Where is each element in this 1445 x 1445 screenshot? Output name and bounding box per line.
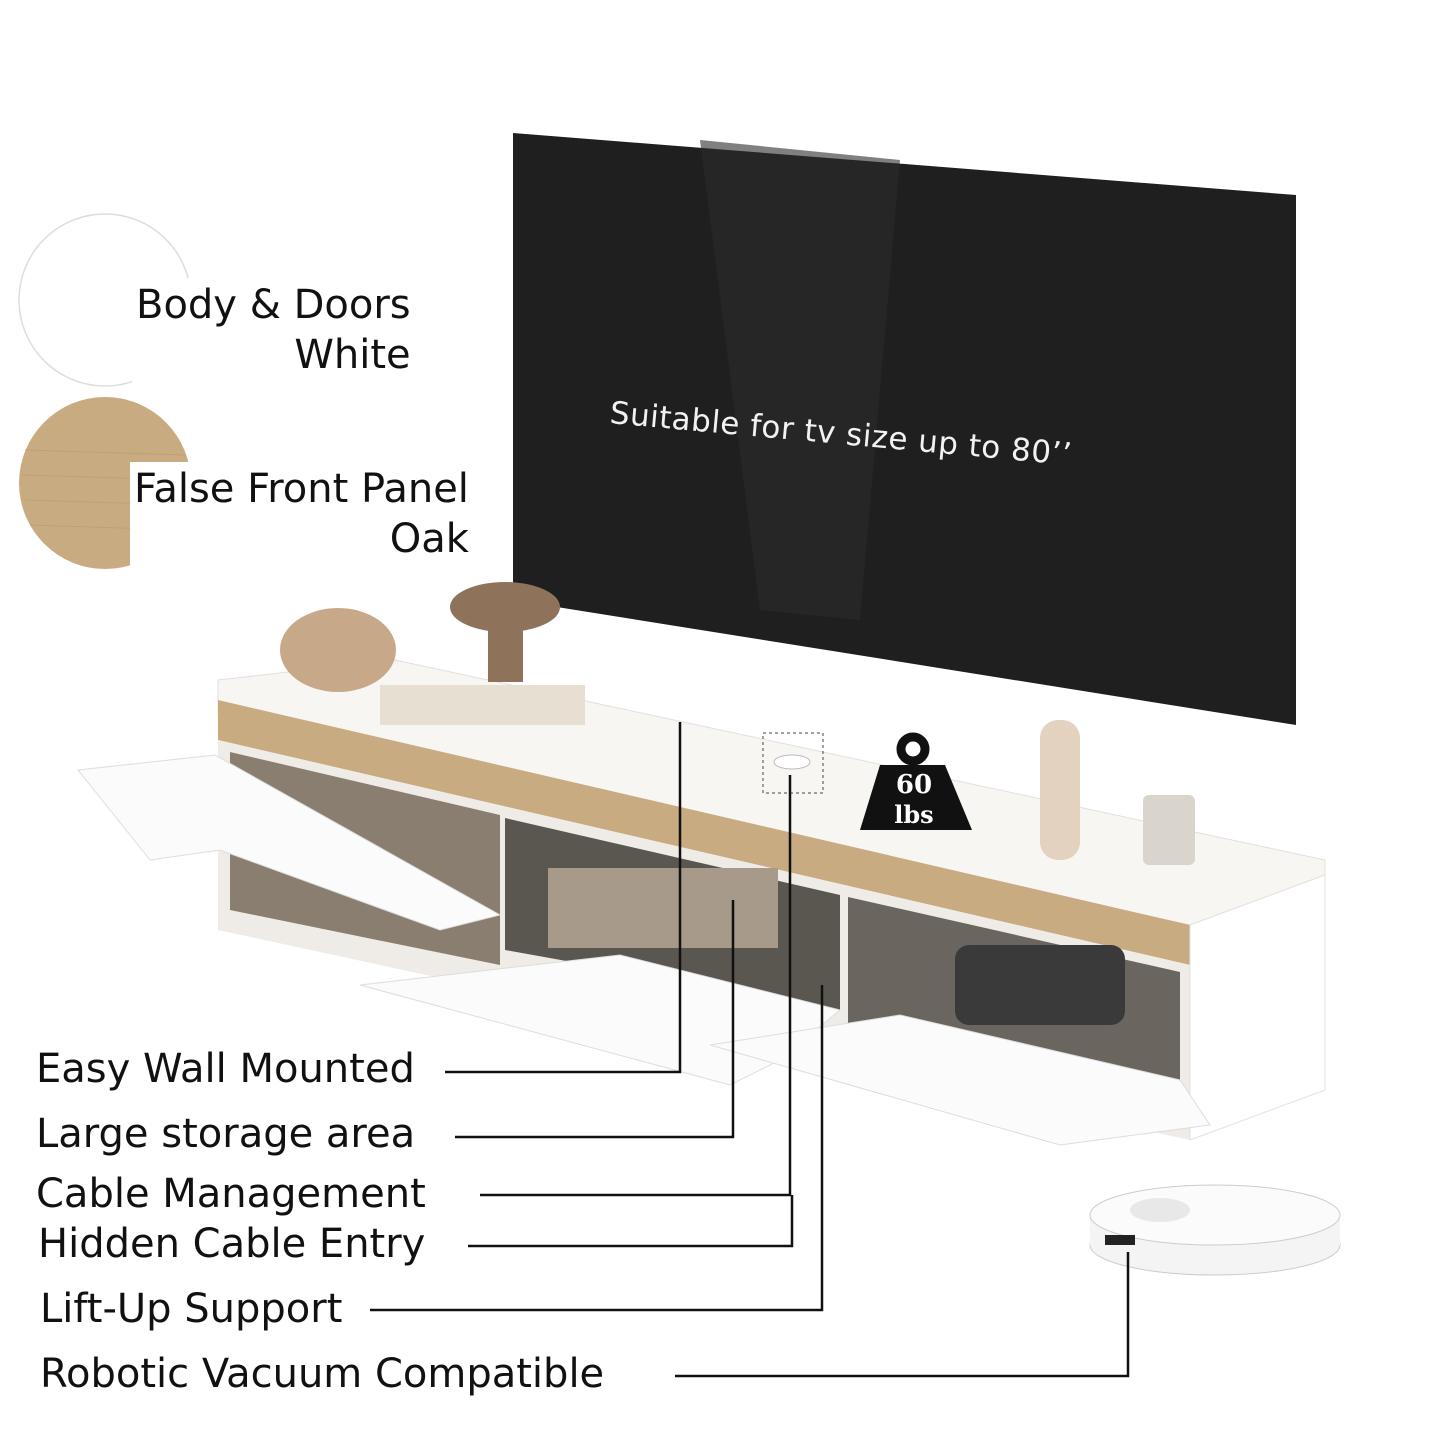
oak-front-panel xyxy=(218,700,1190,965)
tv-screen xyxy=(513,133,1296,725)
leader-lines xyxy=(370,722,1130,1378)
feature-lift-up-support: Lift-Up Support xyxy=(40,1286,343,1332)
feature-large-storage: Large storage area xyxy=(36,1111,416,1157)
feature-robotic-vacuum: Robotic Vacuum Compatible xyxy=(40,1351,605,1397)
feature-easy-wall-mounted: Easy Wall Mounted xyxy=(36,1046,415,1092)
swatch-white-line2: White xyxy=(294,332,411,378)
weight-value: 60 xyxy=(895,770,933,800)
cable-entry-marker xyxy=(762,732,824,794)
swatch-label-white: Body & Doors White xyxy=(132,278,415,382)
feature-hidden-cable-entry: Hidden Cable Entry xyxy=(38,1221,426,1267)
weight-icon xyxy=(860,732,972,830)
swatch-oak-line2: Oak xyxy=(389,516,469,562)
swatch-oak-line1: False Front Panel xyxy=(134,466,469,512)
swatch-white-line1: Body & Doors xyxy=(136,282,411,328)
swatch-label-oak: False Front Panel Oak xyxy=(130,462,473,566)
robot-vacuum-icon xyxy=(1089,1184,1341,1276)
door-left xyxy=(77,754,502,931)
door-right xyxy=(709,1014,1211,1146)
feature-cable-management: Cable Management xyxy=(36,1171,426,1217)
weight-unit: lbs xyxy=(894,800,934,829)
